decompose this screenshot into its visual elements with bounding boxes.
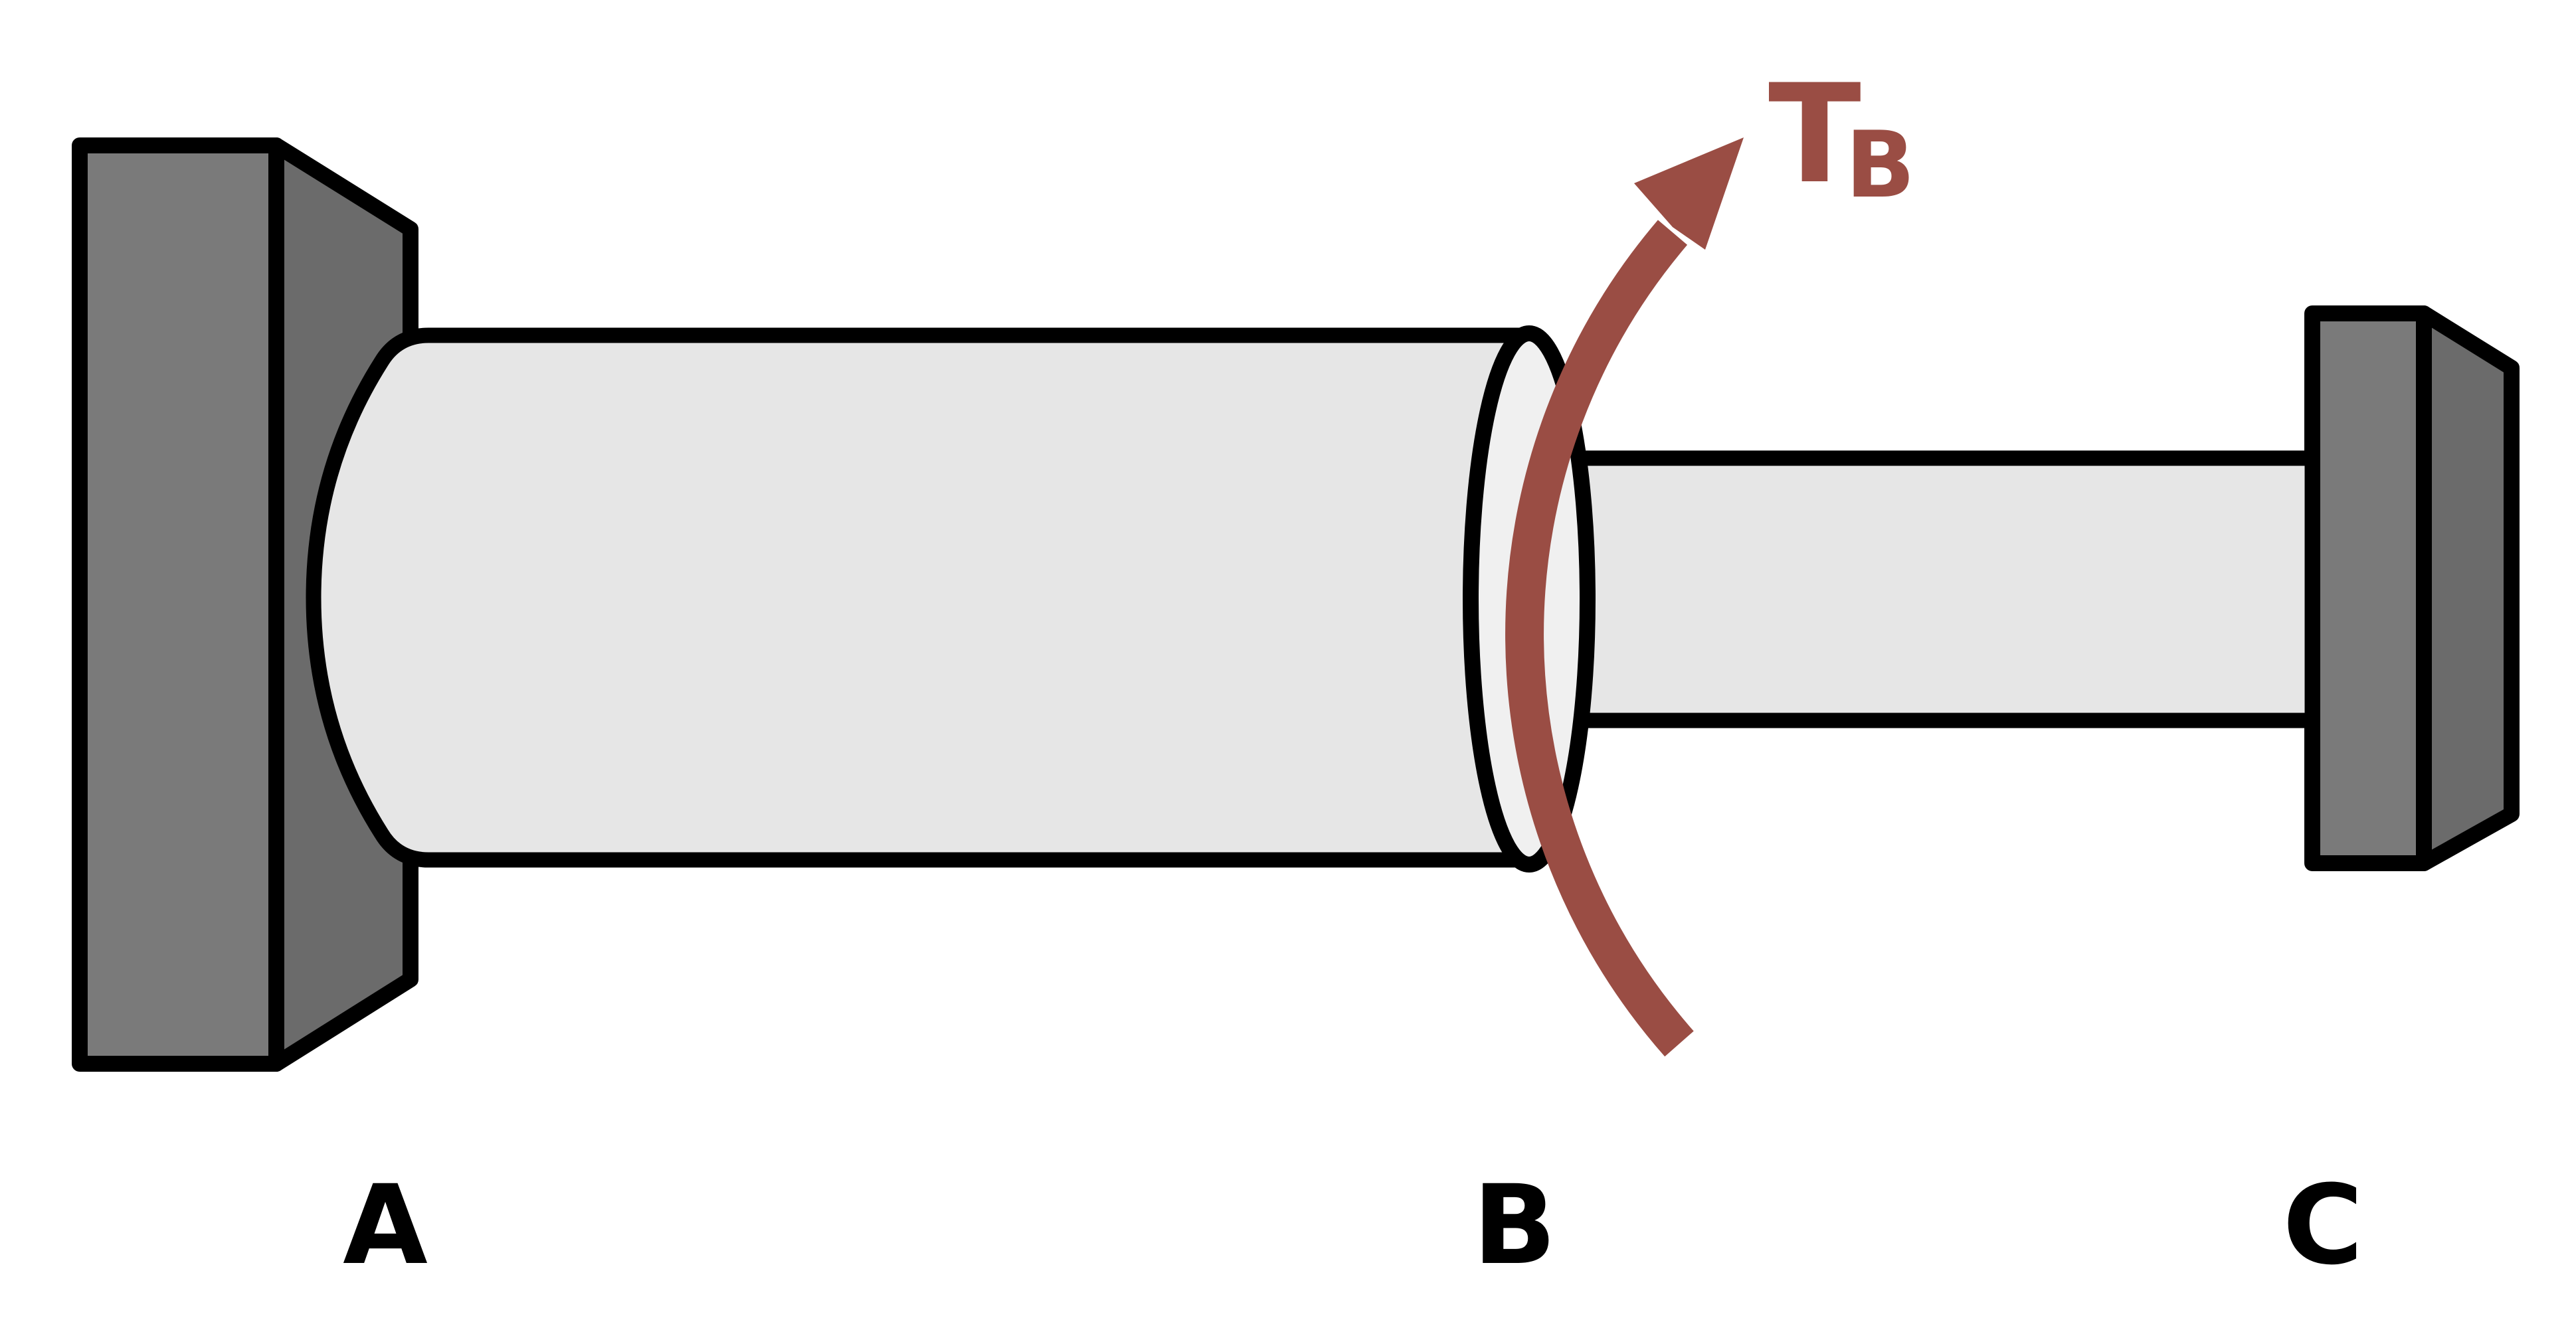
torque-subscript-label: B bbox=[1845, 112, 1915, 218]
label-point-a: A bbox=[343, 1161, 428, 1289]
torque-arrow: T B bbox=[1505, 56, 1915, 1057]
torque-arrowhead-icon bbox=[1634, 137, 1744, 250]
label-point-b: B bbox=[1473, 1161, 1556, 1289]
wall-c-front-face bbox=[2304, 305, 2432, 871]
shaft-segment-bc bbox=[1520, 450, 2320, 728]
torque-symbol-label: T bbox=[1768, 56, 1861, 214]
fixed-wall-c bbox=[2304, 305, 2520, 871]
wall-c-side-face bbox=[2416, 305, 2520, 871]
torque-arc bbox=[1505, 220, 1694, 1057]
wall-a-front-face bbox=[72, 137, 284, 1072]
shaft-segment-ab bbox=[306, 327, 1537, 868]
shape-group bbox=[72, 137, 2520, 1072]
label-point-c: C bbox=[2282, 1161, 2363, 1289]
